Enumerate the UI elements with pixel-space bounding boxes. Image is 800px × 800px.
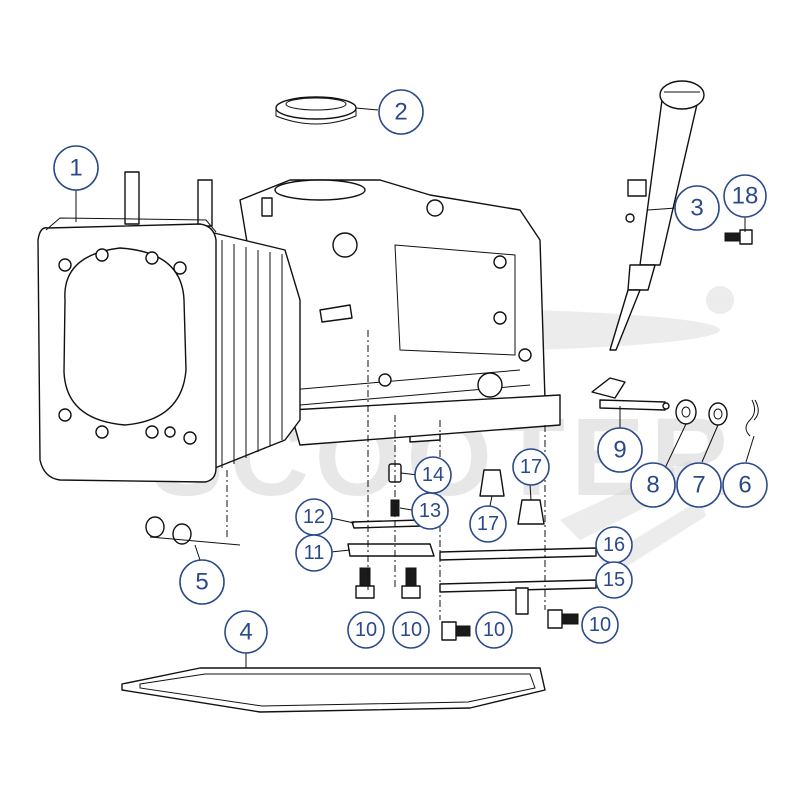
callout-4-label: 4 [239, 619, 252, 646]
rubber-cap-b [517, 499, 545, 525]
bolt-a [355, 567, 375, 599]
callout-10-b: 10 [392, 611, 430, 649]
terminal [145, 516, 241, 546]
callout-10-a-label: 10 [355, 619, 377, 641]
bracket [439, 579, 597, 615]
callout-2: 2 [378, 89, 424, 135]
callout-5-label: 5 [195, 569, 208, 596]
callout-13-label: 13 [419, 500, 441, 522]
bushing [708, 402, 728, 426]
callout-6: 6 [722, 462, 768, 508]
callout-12: 12 [295, 498, 333, 536]
callout-8-label: 8 [646, 472, 659, 499]
callout-16-label: 16 [603, 534, 625, 556]
bolt-c [441, 621, 471, 641]
callout-14: 14 [414, 456, 452, 494]
callout-2-label: 2 [394, 99, 407, 126]
small-bolt [724, 229, 753, 245]
rubber-cap-a [479, 469, 505, 497]
callout-11-label: 11 [304, 542, 325, 564]
cover-plate [347, 543, 435, 557]
callout-18: 18 [723, 174, 767, 218]
callout-11: 11 [295, 534, 333, 572]
bolt-b [401, 567, 421, 599]
callout-17-lower: 17 [469, 505, 507, 543]
callout-16: 16 [595, 526, 633, 564]
callout-10-d-label: 10 [589, 614, 611, 636]
callout-17-upper-label: 17 [520, 456, 542, 478]
callout-10-c-label: 10 [483, 619, 505, 641]
callout-9-label: 9 [613, 437, 626, 464]
callout-17-upper: 17 [512, 448, 550, 486]
callout-10-d: 10 [581, 606, 619, 644]
bolt-d [547, 609, 579, 629]
callout-12-label: 12 [303, 506, 325, 528]
gasket-long [439, 547, 597, 561]
base-gasket [121, 667, 546, 713]
callout-18-label: 18 [732, 183, 759, 210]
washer [675, 399, 697, 425]
callout-10-a: 10 [347, 611, 385, 649]
callout-7: 7 [676, 462, 722, 508]
callout-3: 3 [674, 185, 720, 231]
callout-8: 8 [630, 462, 676, 508]
callout-15-label: 15 [603, 569, 625, 591]
callout-6-label: 6 [738, 472, 751, 499]
callout-1: 1 [53, 145, 99, 191]
callout-7-label: 7 [692, 472, 705, 499]
clip [745, 399, 759, 437]
callout-1-label: 1 [69, 155, 82, 182]
callout-5: 5 [179, 559, 225, 605]
cylinder-block [37, 171, 561, 483]
callout-13: 13 [411, 492, 449, 530]
oil-seal [275, 96, 357, 125]
callout-9: 9 [597, 427, 643, 473]
callout-10-c: 10 [475, 611, 513, 649]
callout-10-b-label: 10 [400, 619, 422, 641]
callout-17-lower-label: 17 [477, 513, 499, 535]
callouts: 1 2 3 18 9 8 7 6 [53, 89, 768, 654]
callout-15: 15 [595, 561, 633, 599]
callout-3-label: 3 [690, 195, 703, 222]
small-gasket [351, 519, 423, 529]
callout-4: 4 [224, 610, 268, 654]
lever [591, 377, 670, 411]
dipstick [609, 80, 705, 351]
callout-14-label: 14 [422, 464, 444, 486]
